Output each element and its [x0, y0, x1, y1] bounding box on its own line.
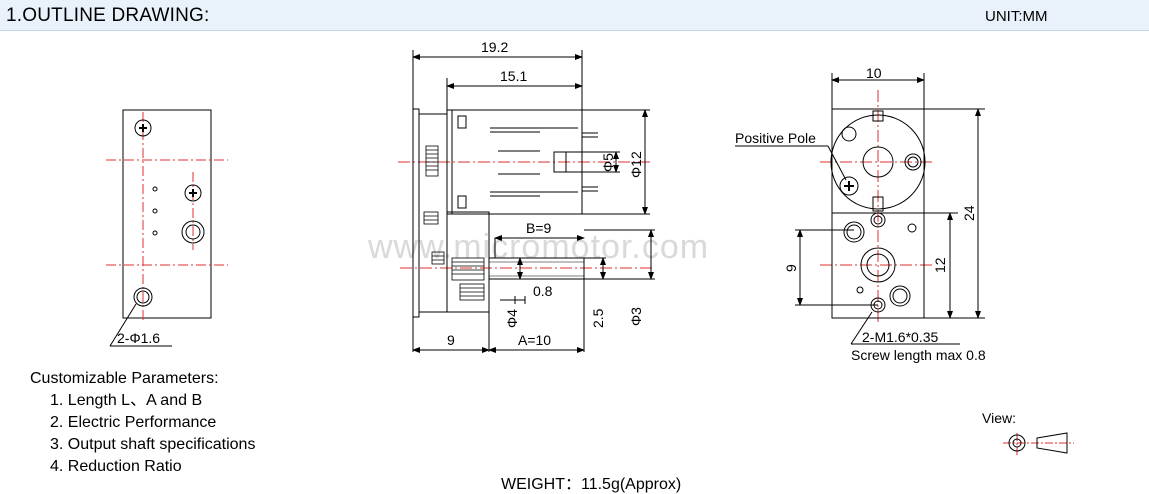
- unit-label: UNIT:MM: [985, 8, 1048, 25]
- params-title: Customizable Parameters:: [30, 370, 219, 387]
- end-view: [735, 73, 985, 345]
- dim-2-5: 2.5: [590, 308, 606, 328]
- section-header: 1.OUTLINE DRAWING: UNIT:MM: [0, 0, 1149, 31]
- view-label: View:: [982, 410, 1016, 426]
- dim-gear-length: 9: [447, 332, 455, 348]
- screw-label: 2-M1.6*0.35: [862, 329, 938, 345]
- dim-overall-length: 19.2: [481, 39, 508, 55]
- dim-hole-spacing: 9: [783, 264, 799, 272]
- dim-height-gear: 12: [932, 257, 948, 273]
- param-item: 3. Output shaft specifications: [50, 436, 256, 453]
- side-view: [398, 50, 655, 353]
- projection-symbol-icon: [1003, 432, 1074, 455]
- weight-label: WEIGHT：11.5g(Approx): [501, 476, 682, 493]
- dim-phi4: Φ4: [504, 309, 520, 328]
- dim-phi3: Φ3: [628, 307, 644, 326]
- positive-pole-label: Positive Pole: [735, 130, 816, 146]
- dim-b: B=9: [526, 220, 552, 236]
- param-item: 1. Length L、A and B: [50, 392, 203, 409]
- section-title: 1.OUTLINE DRAWING:: [6, 5, 210, 26]
- dim-0-8: 0.8: [533, 283, 553, 299]
- dim-motor-length: 15.1: [500, 68, 527, 84]
- left-view: [106, 109, 228, 347]
- hole-label: 2-Φ1.6: [117, 330, 160, 346]
- param-item: 4. Reduction Ratio: [50, 458, 182, 475]
- param-item: 2. Electric Performance: [50, 414, 217, 431]
- dim-end-width: 10: [866, 65, 882, 81]
- screw-note: Screw length max 0.8: [851, 347, 986, 363]
- dim-height-total: 24: [961, 205, 977, 221]
- dim-phi5: Φ5: [600, 153, 616, 172]
- customizable-parameters: Customizable Parameters: 1. Length L、A a…: [30, 368, 255, 478]
- dim-a: A=10: [518, 332, 551, 348]
- dim-phi12: Φ12: [628, 151, 644, 178]
